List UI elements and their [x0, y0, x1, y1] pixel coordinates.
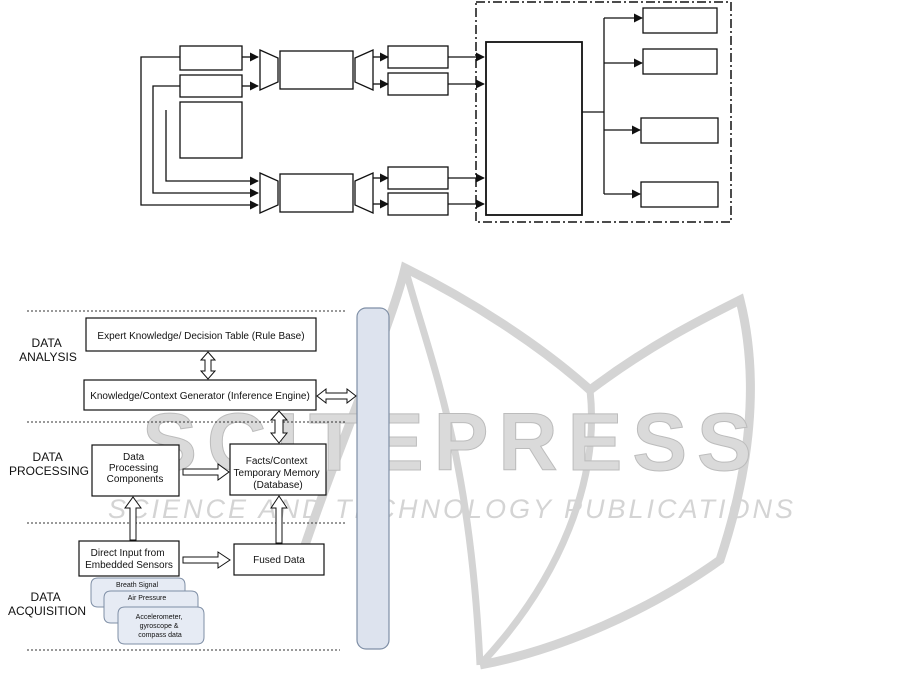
sensor-card-breath-label: Breath Signal	[116, 582, 158, 589]
inference-engine-label: Knowledge/Context Generator (Inference E…	[90, 391, 310, 402]
right-output-box-2	[642, 48, 718, 75]
processing-components-box	[91, 444, 180, 497]
temporary-memory-label: Facts/Context Temporary Memory (Database…	[234, 456, 323, 491]
upper-output-box-2	[387, 72, 449, 96]
sensor-card-motion	[117, 606, 205, 645]
direct-input-box	[78, 540, 180, 577]
rulebase-inference-double-arrow	[199, 351, 217, 380]
rule-base-box	[85, 317, 317, 352]
input-box-2	[179, 74, 243, 98]
inference-engine-box	[83, 379, 317, 411]
direct-to-fused-arrow	[182, 551, 231, 569]
sensor-card-motion-label: Accelerometer, gyroscope & compass data	[136, 614, 185, 639]
watermark-main-text: SCITEPRESS	[142, 397, 761, 488]
top-block-diagram	[140, 1, 732, 223]
lower-output-box-2	[387, 192, 449, 216]
feedback-line-outer	[140, 56, 259, 210]
upper-middle-block	[279, 50, 354, 90]
watermark-book-swoosh	[295, 261, 755, 670]
section-label-acquisition: DATA ACQUISITION	[8, 590, 86, 618]
central-block	[485, 41, 583, 216]
fused-to-memory-arrow	[270, 495, 288, 544]
processing-to-memory-arrow	[182, 463, 230, 481]
lower-left-trapezoid	[259, 171, 279, 215]
right-output-box-4	[640, 181, 719, 208]
input-box-3	[179, 101, 243, 159]
watermark-book-inner	[401, 267, 595, 668]
vertical-bus-band	[356, 307, 390, 650]
feedback-line-middle	[152, 85, 259, 198]
section-label-processing: DATA PROCESSING	[9, 450, 89, 478]
inference-memory-double-arrow	[269, 410, 289, 444]
upper-left-trapezoid	[259, 48, 279, 92]
fused-data-label: Fused Data	[253, 555, 305, 566]
lower-middle-block	[279, 173, 354, 213]
temporary-memory-box	[229, 443, 327, 496]
upper-output-box-1	[387, 45, 449, 69]
section-label-analysis: DATA ANALYSIS	[19, 336, 77, 364]
upper-right-trapezoid	[354, 48, 374, 92]
dashdot-enclosure	[475, 1, 732, 223]
inference-band-double-arrow	[316, 387, 357, 405]
right-output-box-1	[642, 7, 718, 34]
lower-right-trapezoid	[354, 171, 374, 215]
fused-data-box	[233, 543, 325, 576]
processing-components-label: Data Processing Components	[107, 452, 164, 485]
watermark: SCITEPRESS SCIENCE AND TECHNOLOGY PUBLIC…	[108, 261, 796, 670]
input-box-1	[179, 45, 243, 71]
direct-input-label: Direct Input from Embedded Sensors	[85, 548, 173, 571]
feedback-line-inner	[165, 110, 259, 186]
lower-output-box-1	[387, 166, 449, 190]
layer-architecture: DATA ANALYSIS DATA PROCESSING DATA ACQUI…	[8, 307, 390, 651]
right-output-box-3	[640, 117, 719, 144]
sensor-card-pressure-label: Air Pressure	[128, 595, 167, 602]
rule-base-label: Expert Knowledge/ Decision Table (Rule B…	[97, 331, 304, 342]
direct-input-to-processing-arrow	[124, 496, 142, 541]
watermark-sub-text: SCIENCE AND TECHNOLOGY PUBLICATIONS	[108, 494, 796, 524]
